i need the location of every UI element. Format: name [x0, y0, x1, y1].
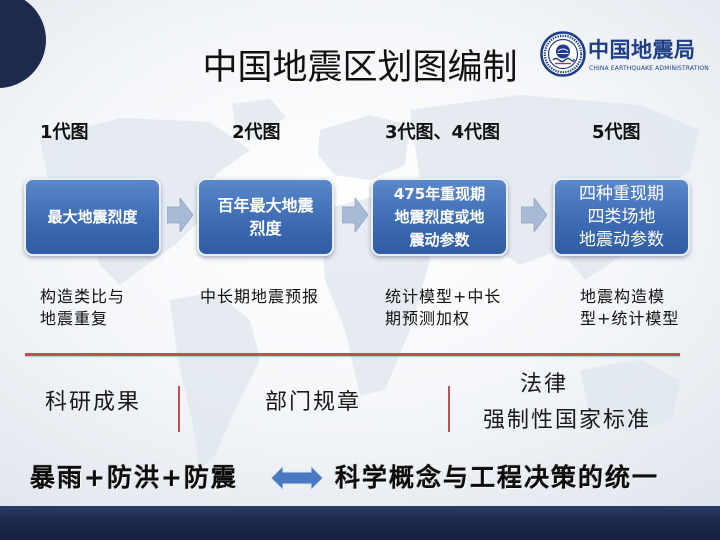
generation-label: 3代图、4代图	[385, 122, 501, 143]
tier-law: 法律	[520, 372, 569, 397]
method-text: 地震构造模 型+统计模型	[580, 287, 680, 328]
map-basis-box: 475年重现期 地震烈度或地 震动参数	[371, 178, 508, 256]
map-landmass	[170, 292, 260, 470]
organization-name-english: CHINA EARTHQUAKE ADMINISTRATION	[589, 65, 709, 72]
organization-name: 中国地震局	[588, 38, 696, 62]
corner-decoration	[0, 0, 46, 88]
vertical-separator	[448, 386, 450, 432]
map-landmass	[232, 99, 286, 140]
method-text: 中长期地震预报	[200, 287, 320, 306]
slide-title: 中国地震区划图编制	[202, 48, 518, 88]
slogan-left: 暴雨+防洪+防震	[30, 463, 238, 492]
generation-label: 5代图	[592, 122, 641, 143]
box-label: 最大地震烈度	[47, 207, 138, 226]
method-text: 统计模型+中长 期预测加权	[385, 287, 502, 328]
box-label: 四种重现期 四类场地 地震动参数	[579, 183, 664, 250]
footer-band	[0, 506, 720, 540]
box-label: 475年重现期 地震烈度或地 震动参数	[393, 184, 486, 249]
vertical-separator	[178, 386, 180, 432]
map-basis-box: 最大地震烈度	[24, 178, 161, 256]
tier-department-rules: 部门规章	[265, 390, 362, 415]
right-arrow-icon	[167, 198, 193, 232]
double-arrow-icon	[271, 466, 323, 490]
horizontal-divider	[25, 353, 680, 356]
map-basis-box: 百年最大地震 烈度	[197, 178, 334, 256]
seal-emblem-icon	[540, 31, 586, 77]
method-text: 构造类比与 地震重复	[40, 287, 126, 328]
map-landmass	[580, 360, 680, 432]
map-landmass	[318, 115, 410, 180]
right-arrow-icon	[521, 198, 547, 232]
generation-label: 1代图	[40, 122, 89, 143]
box-label: 百年最大地震 烈度	[217, 196, 314, 238]
tier-national-standard: 强制性国家标准	[483, 408, 652, 433]
slogan-right: 科学概念与工程决策的统一	[335, 463, 660, 492]
map-basis-box: 四种重现期 四类场地 地震动参数	[553, 178, 690, 256]
generation-label: 2代图	[232, 122, 281, 143]
tier-research-results: 科研成果	[45, 390, 142, 415]
right-arrow-icon	[342, 198, 368, 232]
